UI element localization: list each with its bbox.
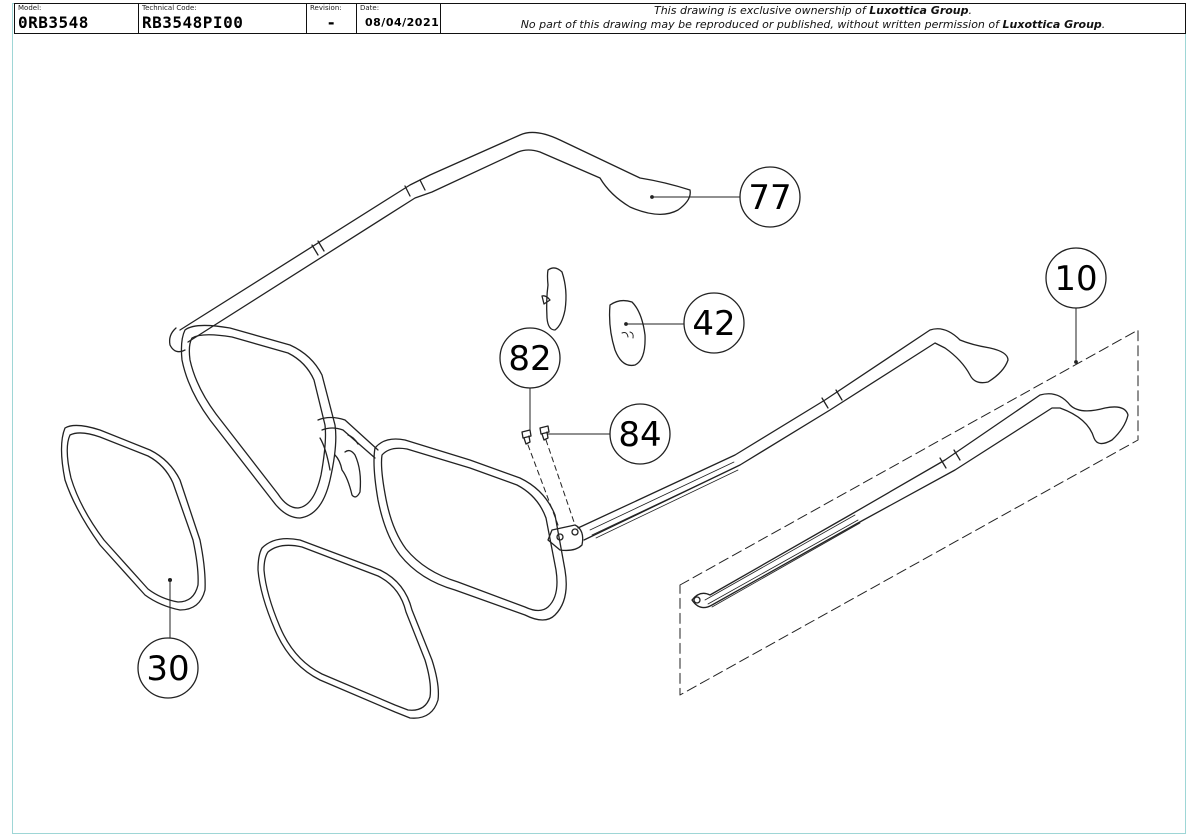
callout-10-label: 10 xyxy=(1054,259,1097,299)
loose-nose-pad-upper xyxy=(541,267,567,331)
revision-value: - xyxy=(326,13,337,32)
callout-82: 82 xyxy=(499,327,561,389)
owner-name-2: Luxottica Group xyxy=(1002,18,1102,31)
technical-code-cell: Technical Code: RB3548PI00 xyxy=(139,4,307,33)
callout-30-label: 30 xyxy=(146,649,189,689)
front-frame xyxy=(180,324,584,621)
ownership-notice-line-1: This drawing is exclusive ownership of L… xyxy=(653,4,973,17)
callout-84-label: 84 xyxy=(618,415,661,455)
technical-code-label: Technical Code: xyxy=(142,4,197,12)
callout-77: 77 xyxy=(739,166,801,228)
callout-82-label: 82 xyxy=(508,339,551,379)
ownership-notice-line-2: No part of this drawing may be reproduce… xyxy=(520,18,1106,31)
lens-center xyxy=(257,537,440,719)
hinge-screws xyxy=(521,425,576,526)
model-label: Model: xyxy=(18,4,42,12)
date-cell: Date: 08/04/2021 xyxy=(357,4,441,33)
callout-84: 84 xyxy=(609,403,671,465)
technical-code-value: RB3548PI00 xyxy=(142,13,244,32)
revision-cell: Revision: - xyxy=(307,4,357,33)
lens-left xyxy=(60,424,206,611)
model-value: 0RB3548 xyxy=(18,13,89,32)
leader-lines xyxy=(169,195,1078,641)
callout-77-label: 77 xyxy=(748,178,791,218)
revision-label: Revision: xyxy=(310,4,342,12)
right-temple xyxy=(577,328,1009,541)
owner-name: Luxottica Group xyxy=(869,4,969,17)
temple-assembly-box xyxy=(679,329,1139,696)
callout-10: 10 xyxy=(1045,247,1107,309)
ownership-notice: This drawing is exclusive ownership of L… xyxy=(441,4,1185,33)
callout-42: 42 xyxy=(683,292,745,354)
callout-42-label: 42 xyxy=(692,304,735,344)
left-temple xyxy=(168,131,691,353)
title-block: Model: 0RB3548 Technical Code: RB3548PI0… xyxy=(14,3,1186,34)
nose-pad-part xyxy=(608,299,646,367)
date-label: Date: xyxy=(360,4,380,12)
date-value: 08/04/2021 xyxy=(365,16,440,29)
callout-30: 30 xyxy=(137,637,199,699)
model-cell: Model: 0RB3548 xyxy=(15,4,139,33)
